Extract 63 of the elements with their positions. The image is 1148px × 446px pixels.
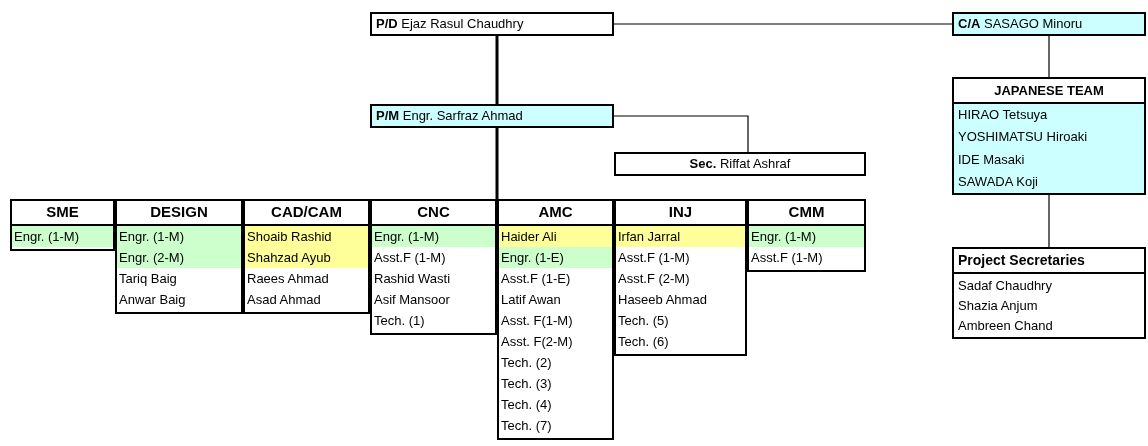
staff-entry: Asst.F (2-M) [617,270,691,288]
team-member: IDE Masaki [957,150,1026,169]
staff-entry: Haseeb Ahmad [617,291,708,309]
team-member: HIRAO Tetsuya [957,106,1049,125]
role-box [952,12,1146,36]
department-column [747,199,866,272]
staff-entry: Asst.F (1-M) [750,249,824,267]
staff-entry: Tech. (5) [617,312,670,330]
staff-entry: Asad Ahmad [246,291,322,309]
team-member: YOSHIMATSU Hiroaki [957,128,1089,147]
staff-entry: Tech. (4) [500,396,553,414]
role-box [614,152,866,176]
staff-entry: Anwar Baig [118,291,187,309]
department-column [614,199,747,356]
team-box [952,247,1146,339]
staff-entry: Tech. (6) [617,333,670,351]
staff-entry: Latif Awan [500,291,562,309]
connector-line [495,36,499,104]
role-label: P/D Ejaz Rasul Chaudhry [376,15,524,34]
staff-entry: Tech. (3) [500,375,553,393]
highlighted-staff-entry: Shahzad Ayub [245,247,368,268]
department-column [243,199,370,314]
staff-entry: Tech. (2) [500,354,553,372]
connector-line [613,115,749,153]
highlighted-staff-entry: Irfan Jarral [616,226,745,247]
staff-entry: Rashid Wasti [373,270,452,288]
role-label: C/A SASAGO Minoru [958,15,1083,34]
staff-entry: Asst.F (1-M) [373,249,447,267]
team-member: Shazia Anjum [957,297,1039,315]
staff-entry: Tech. (7) [500,417,553,435]
department-column [497,199,614,440]
connector-line [495,128,499,199]
staff-entry: Raees Ahmad [246,270,330,288]
role-box [370,104,614,128]
team-member: SAWADA Koji [957,172,1039,191]
team-heading: Project Secretaries [954,249,1144,274]
highlighted-staff-entry: Engr. (1-M) [117,226,241,247]
highlighted-staff-entry: Engr. (1-M) [12,226,113,247]
staff-entry: Tech. (1) [373,312,426,330]
highlighted-staff-entry: Engr. (1-M) [372,226,495,247]
connector-line [1048,194,1050,248]
highlighted-staff-entry: Shoaib Rashid [245,226,368,247]
connector-line [1048,35,1050,78]
team-member: Sadaf Chaudhry [957,277,1053,295]
role-label: Sec. Riffat Ashraf [689,155,791,174]
department-column [10,199,115,251]
highlighted-staff-entry: Engr. (1-E) [499,247,612,268]
role-box [370,12,614,36]
connector-line [613,23,953,25]
role-label: P/M Engr. Sarfraz Ahmad [376,107,523,126]
team-member: Ambreen Chand [957,317,1054,335]
highlighted-staff-entry: Haider Ali [499,226,612,247]
team-box [952,77,1146,195]
highlighted-staff-entry: Engr. (2-M) [117,247,241,268]
staff-entry: Tariq Baig [118,270,178,288]
department-column [115,199,243,314]
staff-entry: Asst.F (1-M) [617,249,691,267]
department-column [370,199,497,335]
staff-entry: Asst.F (1-E) [500,270,572,288]
highlighted-staff-entry: Engr. (1-M) [749,226,864,247]
staff-entry: Asst. F(1-M) [500,312,574,330]
staff-entry: Asst. F(2-M) [500,333,574,351]
staff-entry: Asif Mansoor [373,291,451,309]
